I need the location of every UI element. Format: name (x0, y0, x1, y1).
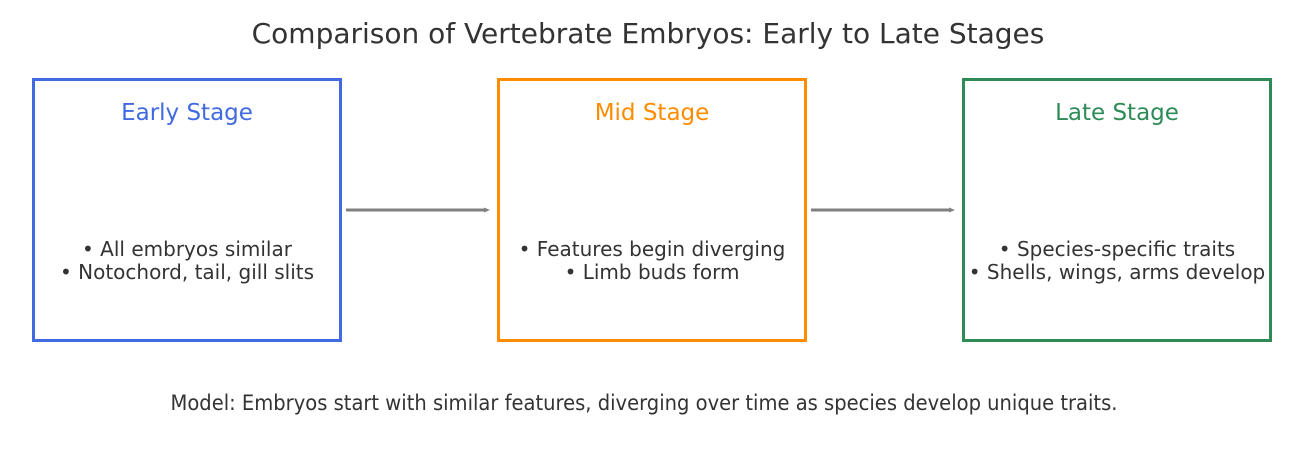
arrow-mid-to-late (811, 207, 955, 213)
mid-stage-box: Mid Stage • Features begin diverging • L… (497, 78, 807, 342)
early-stage-box: Early Stage • All embryos similar • Noto… (32, 78, 342, 342)
diagram-title: Comparison of Vertebrate Embryos: Early … (251, 17, 1045, 50)
late-stage-bullet-1: • Species-specific traits (998, 237, 1236, 261)
early-stage-title: Early Stage (121, 100, 253, 126)
late-stage-description: • Species-specific traits • Shells, wing… (945, 238, 1289, 284)
mid-stage-bullet-1: • Features begin diverging (518, 237, 786, 261)
late-stage-bullet-2: • Shells, wings, arms develop (968, 260, 1266, 284)
mid-stage-description: • Features begin diverging • Limb buds f… (480, 238, 824, 284)
mid-stage-bullet-2: • Limb buds form (564, 260, 740, 284)
early-stage-description: • All embryos similar • Notochord, tail,… (15, 238, 359, 284)
late-stage-box: Late Stage • Species-specific traits • S… (962, 78, 1272, 342)
early-stage-bullet-2: • Notochord, tail, gill slits (59, 260, 315, 284)
late-stage-title: Late Stage (1055, 100, 1179, 126)
mid-stage-title: Mid Stage (594, 100, 710, 126)
arrow-early-to-mid (346, 207, 490, 213)
early-stage-bullet-1: • All embryos similar (82, 237, 292, 261)
model-caption: Model: Embryos start with similar featur… (170, 391, 1118, 415)
